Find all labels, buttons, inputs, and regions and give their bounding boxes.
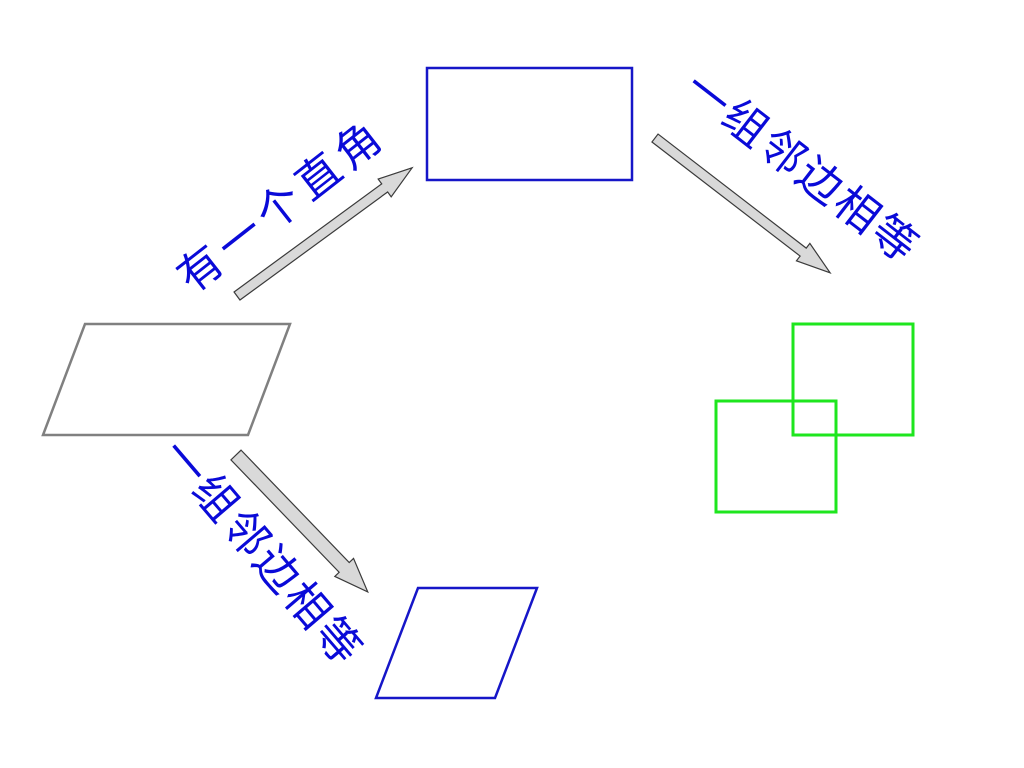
arrow-to-rhombus bbox=[230, 449, 369, 594]
rectangle-shape bbox=[425, 66, 634, 182]
square-shape bbox=[714, 322, 915, 514]
square-outline-back bbox=[791, 322, 915, 437]
arrow-to-square bbox=[651, 133, 832, 275]
parallelogram-shape bbox=[41, 322, 292, 437]
arrow-to-rectangle bbox=[233, 166, 414, 301]
label-adjacent-equal-top: 一组邻边相等 bbox=[675, 62, 929, 275]
rhombus-shape bbox=[374, 586, 539, 700]
square-outline-front bbox=[714, 399, 838, 514]
